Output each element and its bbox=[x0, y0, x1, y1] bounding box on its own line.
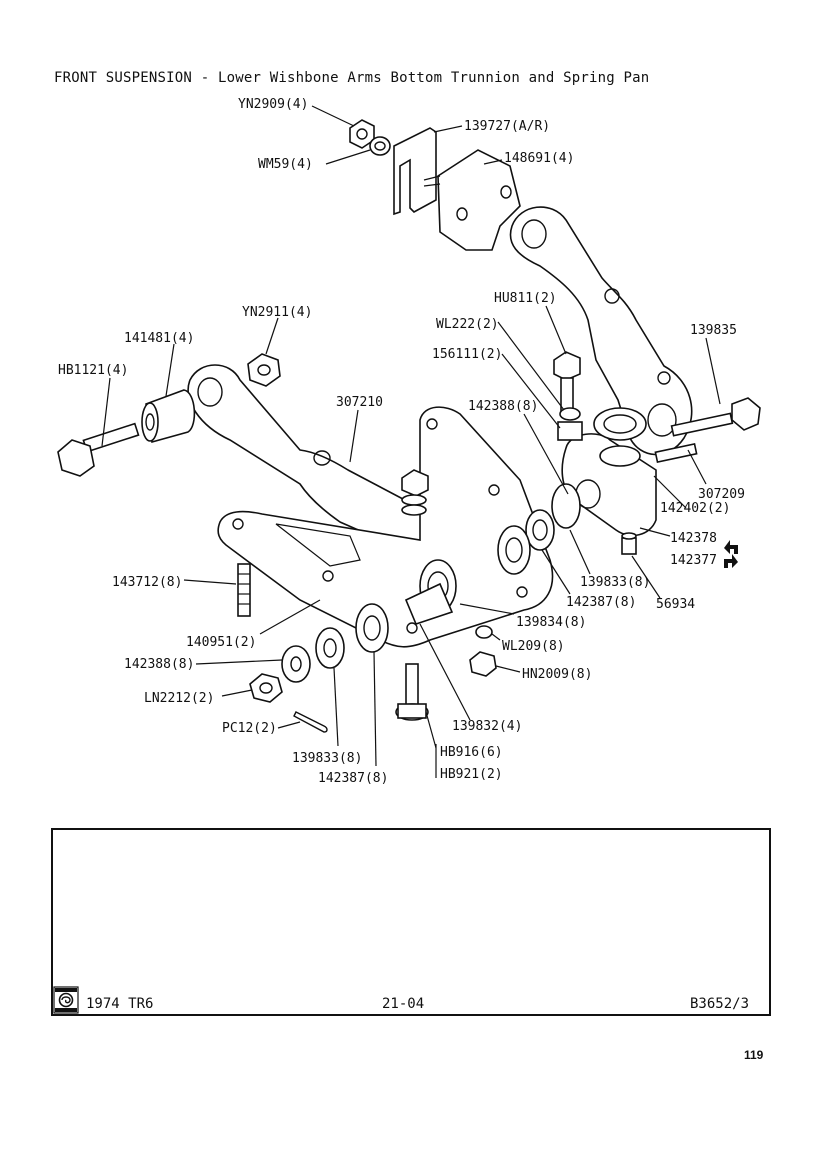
label-142402: 142402(2) bbox=[660, 501, 730, 516]
bearing-142402 bbox=[593, 407, 647, 441]
label-142378: 142378 bbox=[670, 531, 717, 546]
label-139833-right: 139833(8) bbox=[580, 575, 650, 590]
bracket-148691 bbox=[437, 149, 521, 251]
castle-nut-ln2212 bbox=[249, 673, 283, 703]
label-yn2911: YN2911(4) bbox=[242, 305, 312, 320]
nut-hn2009 bbox=[469, 651, 497, 677]
trunnion-142402 bbox=[561, 407, 698, 537]
british-leyland-logo-icon bbox=[53, 986, 79, 1014]
arm-nut-stack bbox=[401, 469, 429, 516]
spring-pan-140951 bbox=[217, 406, 554, 648]
label-142387-right: 142387(8) bbox=[566, 595, 636, 610]
washer-wl222 bbox=[559, 407, 581, 421]
page-number: 119 bbox=[744, 1048, 764, 1062]
spacer-156111 bbox=[557, 421, 583, 441]
label-148691: 148691(4) bbox=[504, 151, 574, 166]
label-hb921: HB921(2) bbox=[440, 767, 503, 782]
nut-yn2911 bbox=[247, 353, 281, 387]
bolt-hb1121 bbox=[57, 422, 140, 477]
label-139727: 139727(A/R) bbox=[464, 119, 550, 134]
bush-139833 bbox=[315, 627, 345, 669]
label-142387-bottom: 142387(8) bbox=[318, 771, 388, 786]
bolt-139835 bbox=[670, 397, 761, 437]
wishbone-arm-307209 bbox=[509, 206, 693, 456]
label-156111: 156111(2) bbox=[432, 347, 502, 362]
label-307209: 307209 bbox=[698, 487, 745, 502]
label-139832: 139832(4) bbox=[452, 719, 522, 734]
bush-seal-stack-right bbox=[497, 483, 581, 575]
bolt-hb916 bbox=[395, 663, 429, 721]
split-pin-pc12 bbox=[293, 711, 328, 733]
bush-141481 bbox=[141, 389, 196, 444]
footer-ref: B3652/3 bbox=[690, 996, 750, 1012]
footer-frame bbox=[51, 828, 771, 1016]
label-wl222: WL222(2) bbox=[436, 317, 499, 332]
seal-142387 bbox=[355, 603, 389, 653]
label-hu811: HU811(2) bbox=[494, 291, 557, 306]
part-labels: YN2909(4) 139727(A/R) WM59(4) 148691(4) … bbox=[58, 97, 745, 786]
label-139834: 139834(8) bbox=[516, 615, 586, 630]
left-hand-arrow-icon bbox=[724, 540, 738, 554]
right-hand-arrow-icon bbox=[724, 554, 738, 568]
label-139833-bottom: 139833(8) bbox=[292, 751, 362, 766]
label-141481: 141481(4) bbox=[124, 331, 194, 346]
label-142388-top: 142388(8) bbox=[468, 399, 538, 414]
washer-wl209 bbox=[475, 625, 493, 639]
leader-lines bbox=[101, 105, 721, 778]
label-56934: 56934 bbox=[656, 597, 695, 612]
footer-model: 1974 TR6 bbox=[86, 996, 154, 1012]
label-142388-bottom: 142388(8) bbox=[124, 657, 194, 672]
label-hb1121: HB1121(4) bbox=[58, 363, 128, 378]
grease-nipple-142378 bbox=[621, 532, 637, 555]
shim-plate-139727 bbox=[393, 127, 437, 216]
label-hn2009: HN2009(8) bbox=[522, 667, 592, 682]
washer-wm59 bbox=[369, 136, 391, 156]
label-142377: 142377 bbox=[670, 553, 717, 568]
label-pc12: PC12(2) bbox=[222, 721, 277, 736]
label-ln2212: LN2212(2) bbox=[144, 691, 214, 706]
label-hb916: HB916(6) bbox=[440, 745, 503, 760]
exploded-suspension-diagram: YN2909(4) 139727(A/R) WM59(4) 148691(4) … bbox=[57, 97, 761, 786]
label-139835: 139835 bbox=[690, 323, 737, 338]
bush-seal-stack-left bbox=[281, 559, 457, 683]
footer-section: 21-04 bbox=[382, 996, 425, 1012]
washer-142388 bbox=[281, 645, 311, 683]
page-title: FRONT SUSPENSION - Lower Wishbone Arms B… bbox=[54, 70, 650, 86]
bolt-hu811 bbox=[553, 351, 583, 441]
label-wm59: WM59(4) bbox=[258, 157, 313, 172]
label-yn2909: YN2909(4) bbox=[238, 97, 308, 112]
label-140951: 140951(2) bbox=[186, 635, 256, 650]
stud-143712 bbox=[237, 563, 251, 617]
label-wl209: WL209(8) bbox=[502, 639, 565, 654]
label-307210: 307210 bbox=[336, 395, 383, 410]
label-143712: 143712(8) bbox=[112, 575, 182, 590]
spring-pan-bracket-assembly bbox=[349, 119, 521, 251]
